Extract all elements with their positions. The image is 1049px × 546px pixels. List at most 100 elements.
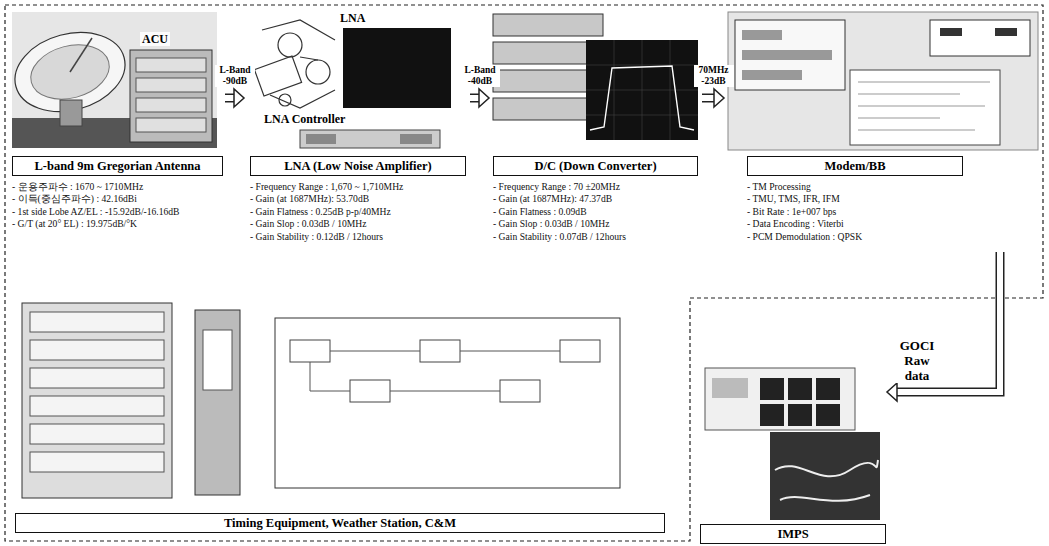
rack-unit: [493, 14, 603, 36]
spec-item: - Gain (at 1687MHz): 47.37dB: [493, 193, 702, 205]
screen-box: [290, 340, 330, 362]
arrow-outline: [225, 94, 234, 103]
arrow-head: [479, 89, 489, 107]
rack-unit: [136, 118, 206, 132]
timing-photo: [22, 303, 620, 498]
arrow-body: [702, 95, 714, 101]
spec-item: - PCM Demodulation : QPSK: [747, 231, 1040, 243]
equipment-stage: L-band 9m Gregorian Antenna- 운용주파수 : 167…: [10, 8, 225, 252]
cm-screen: [275, 318, 620, 488]
pedestal: [60, 100, 82, 126]
arrow-head: [234, 89, 244, 107]
rack-unit: [30, 312, 164, 332]
lna-port: [278, 33, 302, 57]
spec-item: - Gain Slop : 0.03dB / 10MHz: [493, 218, 702, 230]
arrow-outline: [470, 94, 479, 103]
equipment-front: [735, 20, 845, 90]
spec-item: - 운용주파수 : 1670 ~ 1710MHz: [12, 181, 225, 193]
stage-title: Modem/BB: [747, 156, 963, 176]
lna-body: [254, 56, 301, 96]
spec-item: - Gain Slop : 0.03dB / 10MHz: [250, 218, 470, 230]
modem-photo: [728, 12, 1038, 150]
spec-item: - TM Processing: [747, 181, 1040, 193]
lna-wire: [262, 20, 335, 108]
arrow-head: [887, 383, 897, 401]
spec-item: - Frequency Range : 70 ±20MHz: [493, 181, 702, 193]
spec-item: - 1st side Lobe AZ/EL : -15.92dB/-16.16d…: [12, 206, 225, 218]
rack-unit: [136, 58, 206, 72]
spec-item: - Gain (at 1687MHz): 53.70dB: [250, 193, 470, 205]
spec-item: - Gain Stability : 0.07dB / 12hours: [493, 231, 702, 243]
part-name: LNA Controller: [262, 112, 347, 126]
photo-frame: [728, 12, 1038, 150]
dashed-boundary: [5, 5, 1043, 541]
lna-controller: [300, 130, 440, 148]
lna-port: [306, 60, 330, 84]
signal-level: GOCI Raw data: [892, 338, 942, 383]
signal-level: L-Band -90dB: [215, 65, 255, 87]
equipment-panel: Timing Equipment, Weather Station, C&M: [12, 300, 668, 533]
image-tile: [760, 404, 784, 426]
lna-connector: [279, 94, 291, 106]
satellite-image: [770, 432, 880, 520]
screen-lines: [858, 82, 990, 130]
rack-unit: [30, 340, 164, 360]
spec-item: - TMU, TMS, IFR, IFM: [747, 193, 1040, 205]
spec-item: - Gain Stability : 0.12dB / 12hours: [250, 231, 470, 243]
screen-box: [350, 380, 390, 402]
stage-title: Timing Equipment, Weather Station, C&M: [15, 513, 665, 533]
screen-panel: [712, 378, 748, 398]
weather-station: [195, 310, 240, 495]
rack-unit: [30, 368, 164, 388]
equipment-rack: [22, 303, 172, 498]
equipment-stage: Modem/BB - TM Processing- TMU, TMS, IFR, …: [725, 8, 1040, 252]
rack-unit: [136, 78, 206, 92]
rack-unit: [30, 424, 164, 444]
part-name: LNA: [338, 11, 367, 25]
arrow-body: [470, 95, 479, 101]
spec-item: - Gain Flatness : 0.25dB p-p/40MHz: [250, 206, 470, 218]
arrow-body: [225, 95, 234, 101]
arrow-head: [714, 89, 724, 107]
equipment-stage: LNA (Low Noise Amplifier) - Frequency Ran…: [245, 8, 470, 252]
equipment-front: [930, 20, 1030, 56]
image-tile: [788, 378, 812, 400]
signal-arrow: [470, 89, 489, 107]
dish-inner: [25, 37, 116, 108]
signal-arrow: [887, 252, 1000, 401]
spec-item: - Frequency Range : 1,670 ~ 1,710MHz: [250, 181, 470, 193]
rack-unit: [493, 98, 593, 120]
rack-unit: [30, 452, 164, 472]
signal-arrow: [702, 89, 724, 107]
image-tile: [816, 404, 840, 426]
antenna-photo: [6, 12, 217, 148]
coastline: [775, 460, 878, 501]
image-tile: [760, 378, 784, 400]
rack-unit: [493, 42, 593, 64]
downconverter-photo: [493, 14, 698, 140]
image-tile: [816, 378, 840, 400]
stage-title: IMPS: [700, 524, 886, 544]
screen-lines: [310, 351, 560, 391]
spec-item: - Bit Rate : 1e+007 bps: [747, 206, 1040, 218]
rack-unit: [136, 98, 206, 112]
controller-panel: [400, 134, 432, 144]
indicator: [995, 28, 1017, 36]
screen-grid: [586, 40, 698, 140]
imps-photo: [705, 368, 880, 520]
equipment-stage: D/C (Down Converter)- Frequency Range : …: [490, 8, 702, 252]
lna-drawing: [254, 20, 335, 108]
lna-photo: [343, 28, 451, 108]
signal-level: L-Band -40dB: [460, 65, 500, 87]
arrow-outline: [702, 94, 714, 103]
panel-row: [742, 50, 832, 60]
spectrum-screen: [586, 40, 698, 140]
spec-item: - 이득(중심주파수) : 42.16dBi: [12, 193, 225, 205]
rack-unit: [30, 396, 164, 416]
stage-title: LNA (Low Noise Amplifier): [250, 156, 466, 176]
controller-panel: [306, 134, 336, 144]
panel-row: [742, 70, 802, 80]
screen-box: [500, 380, 540, 402]
acu-rack: [130, 50, 212, 142]
